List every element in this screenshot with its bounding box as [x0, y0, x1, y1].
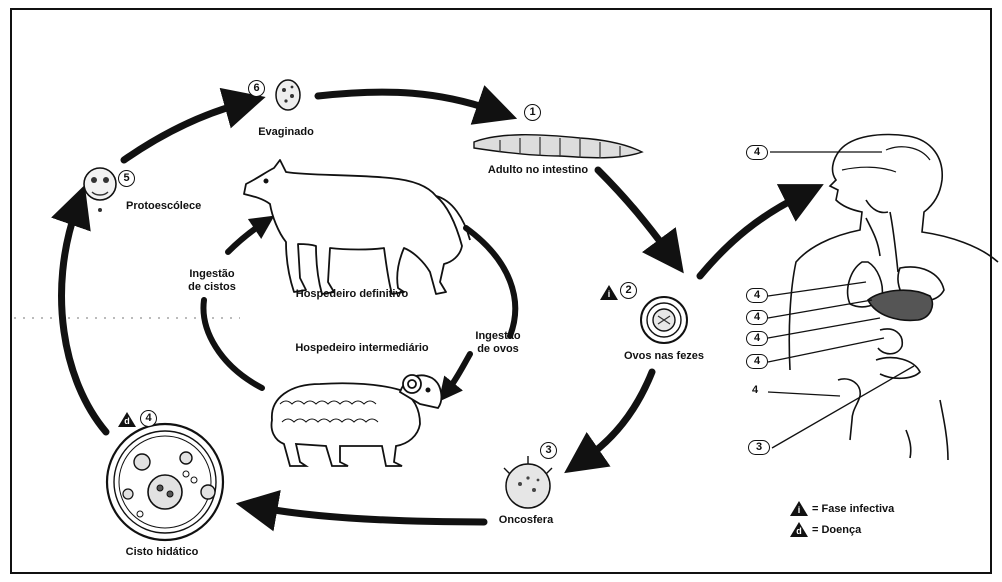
egg-drawing — [640, 296, 688, 344]
organ-label-lung: 4 — [746, 288, 768, 303]
stage-4-number: 4 — [140, 410, 157, 427]
infective-phase-marker: i — [600, 284, 618, 300]
cyst-ingestion-line-2: de cistos — [188, 281, 236, 293]
organ-label-bone: 4 — [752, 384, 759, 396]
organ-label-intestine: 3 — [748, 440, 770, 455]
arrow-5-to-6 — [120, 87, 266, 164]
protoscolex-drawing — [83, 167, 117, 212]
arrow-dog-to-sheep — [463, 225, 519, 339]
cyst-ingestion-line-1: Ingestão — [189, 268, 235, 280]
stage-2-label: Ovos nas fezes — [623, 350, 705, 362]
organ-label-brain: 4 — [746, 145, 768, 160]
stage-4-label: Cisto hidático — [125, 546, 199, 558]
stage-5-label: Protoescólece — [126, 200, 202, 212]
arrow-cyst-ingestion-head — [225, 215, 275, 255]
human-figure-drawing — [788, 133, 999, 461]
definitive-host-label: Hospedeiro definitivo — [295, 288, 409, 300]
stage-3-label: Oncosfera — [498, 514, 554, 526]
arrow-sheep-to-dog — [200, 297, 265, 391]
cyst-ingestion-label: Ingestão de cistos — [188, 268, 236, 294]
organ-label-liver: 4 — [746, 331, 768, 346]
disease-marker: d — [118, 411, 136, 427]
adult-worm-drawing — [473, 134, 644, 159]
legend-disease-symbol: d — [790, 521, 808, 537]
dog-drawing — [243, 159, 471, 295]
egg-ingestion-line-1: Ingestão — [475, 330, 521, 342]
egg-ingestion-label: Ingestão de ovos — [475, 330, 520, 356]
arrow-2-to-3 — [564, 368, 656, 474]
arrow-3-to-4 — [235, 489, 488, 532]
outer-cycle-arrows — [51, 85, 824, 532]
stage-1-number: 1 — [524, 104, 541, 121]
organ-pointer-lines — [767, 151, 915, 449]
egg-ingestion-line-2: de ovos — [477, 343, 519, 355]
arrow-6-to-1 — [314, 85, 518, 125]
legend-infective-symbol: i — [790, 500, 808, 516]
stage-1-label: Adulto no intestino — [487, 164, 589, 176]
arrow-2-to-human — [696, 184, 824, 280]
arrow-1-to-2 — [594, 166, 684, 274]
arrow-egg-ingestion-head — [438, 351, 473, 402]
organ-label-kidney: 4 — [746, 354, 768, 369]
sheep-drawing — [270, 374, 443, 467]
inner-cycle-arrows — [200, 215, 519, 402]
hydatid-cyst-drawing — [105, 422, 225, 542]
stage-6-number: 6 — [248, 80, 265, 97]
legend-disease-text: = Doença — [812, 524, 862, 536]
evaginated-drawing — [275, 79, 301, 111]
stage-5-number: 5 — [118, 170, 135, 187]
intermediate-host-label: Hospedeiro intermediário — [295, 342, 429, 354]
stage-6-label: Evaginado — [258, 126, 314, 138]
diagram-frame — [10, 8, 992, 574]
stage-2-number: 2 — [620, 282, 637, 299]
oncosphere-drawing — [503, 456, 553, 509]
arrow-4-to-5 — [51, 184, 110, 436]
stage-3-number: 3 — [540, 442, 557, 459]
legend-infective-text: = Fase infectiva — [812, 503, 895, 515]
organ-label-heart: 4 — [746, 310, 768, 325]
